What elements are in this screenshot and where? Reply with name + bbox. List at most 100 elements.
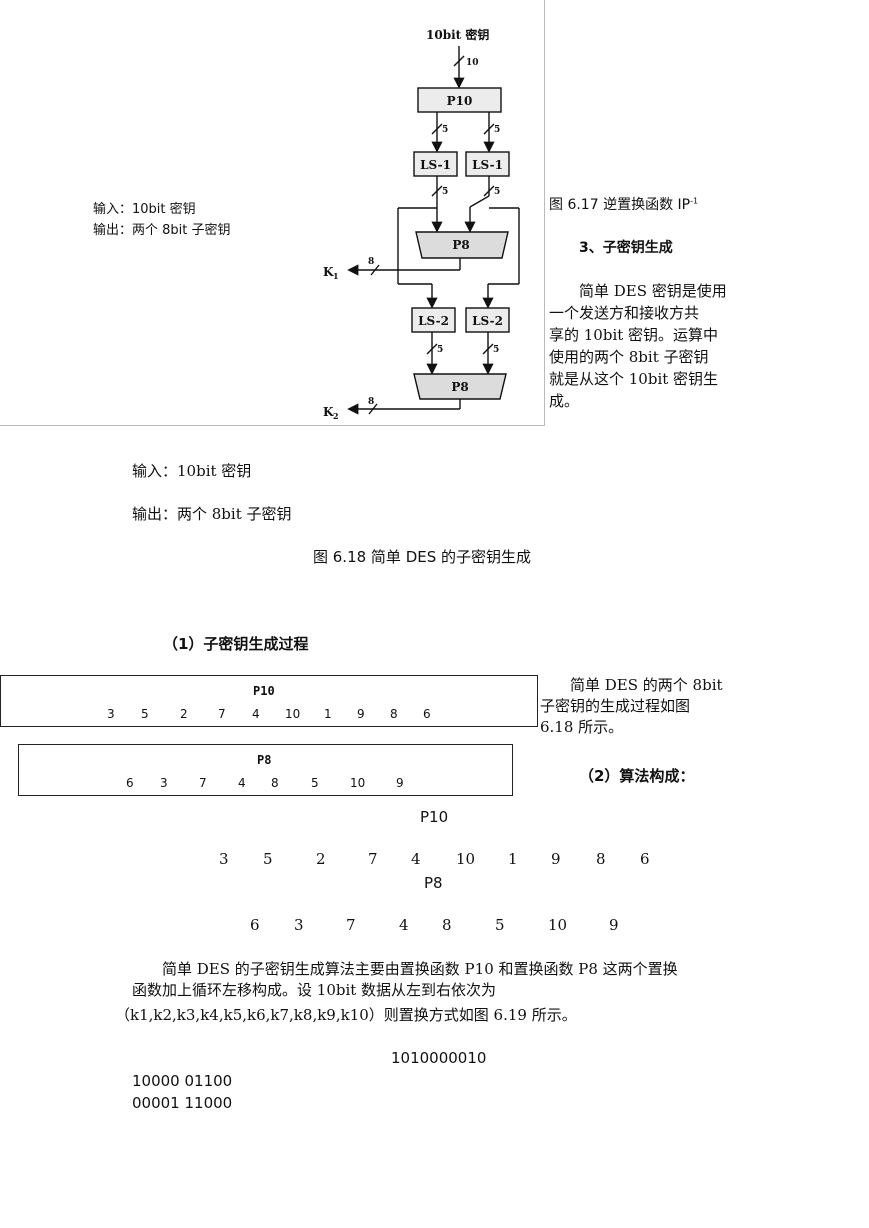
ls1-right-label: LS-1 <box>472 158 503 172</box>
k1-sub: 1 <box>333 271 339 281</box>
p8-cell: 6 <box>126 776 134 790</box>
algorithm-paragraph: 简单 DES 的子密钥生成算法主要由置换函数 P10 和置换函数 P8 这两个置… <box>132 959 678 1001</box>
p8-plain-value: 4 <box>399 916 409 934</box>
side-para-line: 6.18 所示。 <box>540 718 624 736</box>
p10-cell: 8 <box>390 707 398 721</box>
p8-plain-value: 7 <box>346 916 356 934</box>
p10-cell: 4 <box>252 707 260 721</box>
p8-bottom-label: P8 <box>451 380 468 394</box>
p10-plain-value: 4 <box>411 850 421 868</box>
p8-plain-value: 10 <box>548 916 568 934</box>
p8-top-box <box>415 231 509 259</box>
ls2-left-label: LS-2 <box>418 314 449 328</box>
p10-cell: 9 <box>357 707 365 721</box>
p8-plain-value: 5 <box>495 916 505 934</box>
algo-line: 简单 DES 的子密钥生成算法主要由置换函数 P10 和置换函数 P8 这两个置… <box>162 960 678 978</box>
eight-label-1: 8 <box>368 257 374 267</box>
p10-plain-value: 7 <box>368 850 378 868</box>
p10-plain-value: 5 <box>263 850 273 868</box>
p10-cell: 2 <box>180 707 188 721</box>
ls1-right-box <box>465 151 510 177</box>
p8-plain-value: 9 <box>609 916 619 934</box>
p10-cell: 10 <box>285 707 301 721</box>
side-paragraph: 简单 DES 的两个 8bit 子密钥的生成过程如图 6.18 所示。 <box>540 675 723 738</box>
ls2-right-label: LS-2 <box>472 314 503 328</box>
para-line: 使用的两个 8bit 子密钥 <box>549 348 709 366</box>
p8-table-title: P8 <box>257 753 272 767</box>
figure-617-caption: 图 6.17 逆置换函数 IP-1 <box>549 194 698 214</box>
para-line: 简单 DES 密钥是使用 <box>579 282 727 300</box>
p8-table: P8 6 3 7 4 8 5 10 9 <box>18 744 513 796</box>
p8-cell: 7 <box>199 776 207 790</box>
side-para-line: 简单 DES 的两个 8bit <box>570 676 723 694</box>
five-label-5: 5 <box>437 345 443 355</box>
p8-cell: 10 <box>350 776 366 790</box>
ls1-left-box <box>413 151 458 177</box>
p10-plain-value: 10 <box>456 850 476 868</box>
diagram-output-label: 输出：两个 8bit 子密钥 <box>93 223 231 238</box>
key-label: 10bit 密钥 <box>426 27 489 42</box>
p10-cell: 3 <box>107 707 115 721</box>
algo-line-3: （k1,k2,k3,k4,k5,k6,k7,k8,k9,k10）则置换方式如图 … <box>115 1006 577 1024</box>
p10-plain-value: 8 <box>596 850 606 868</box>
para-line: 成。 <box>549 392 580 410</box>
sub-2-heading: （2）算法构成： <box>579 767 695 785</box>
figure-617-caption-text: 图 6.17 逆置换函数 IP <box>549 197 691 213</box>
ls1-left-label: LS-1 <box>420 158 451 172</box>
diagram-input-label: 输入：10bit 密钥 <box>93 202 196 217</box>
para-line: 就是从这个 10bit 密钥生 <box>549 370 719 388</box>
five-label-1: 5 <box>442 125 448 135</box>
section-3-heading: 3、子密钥生成 <box>579 240 673 256</box>
subkey-diagram: 10bit 密钥 10 P10 5 5 LS-1 LS-1 5 5 P8 8 K… <box>323 27 520 421</box>
figure-frame <box>0 0 545 426</box>
k2-label: K <box>323 405 334 419</box>
p10-table: P10 3 5 2 7 4 10 1 9 8 6 <box>0 675 538 727</box>
p8-plain-value: 8 <box>442 916 452 934</box>
algo-line: 函数加上循环左移构成。设 10bit 数据从左到右依次为 <box>132 981 497 999</box>
example-key: 1010000010 <box>391 1049 487 1067</box>
para-line: 享的 10bit 密钥。运算中 <box>549 326 719 344</box>
ls2-left-box <box>411 307 456 333</box>
five-label-4: 5 <box>494 187 500 197</box>
para-line: 一个发送方和接收方共 <box>549 304 700 322</box>
p8-top-label: P8 <box>452 238 469 252</box>
p10-table-title: P10 <box>253 684 275 698</box>
p10-box <box>417 87 502 113</box>
input-line: 输入：10bit 密钥 <box>132 462 252 480</box>
p10-plain-value: 6 <box>640 850 650 868</box>
p10-plain-value: 9 <box>551 850 561 868</box>
p10-label: P10 <box>447 94 473 108</box>
p10-cell: 1 <box>324 707 332 721</box>
p8-plain-title: P8 <box>424 874 443 892</box>
five-label-6: 5 <box>493 345 499 355</box>
side-para-line: 子密钥的生成过程如图 <box>540 697 691 715</box>
p10-cell: 7 <box>218 707 226 721</box>
p8-cell: 9 <box>396 776 404 790</box>
example-row-2: 00001 11000 <box>132 1094 233 1112</box>
eight-label-2: 8 <box>368 397 374 407</box>
p10-cell: 5 <box>141 707 149 721</box>
p10-plain-title: P10 <box>420 808 449 826</box>
p8-cell: 5 <box>311 776 319 790</box>
figure-618-caption: 图 6.18 简单 DES 的子密钥生成 <box>313 548 532 566</box>
p8-plain-value: 3 <box>294 916 304 934</box>
five-label-2: 5 <box>494 125 500 135</box>
p8-plain-value: 6 <box>250 916 260 934</box>
p8-cell: 8 <box>271 776 279 790</box>
p8-cell: 4 <box>238 776 246 790</box>
bits10-label: 10 <box>466 58 479 68</box>
p8-cell: 3 <box>160 776 168 790</box>
five-label-3: 5 <box>442 187 448 197</box>
k2-sub: 2 <box>333 411 339 421</box>
p8-bottom-box <box>413 373 507 400</box>
sub-1-heading: （1）子密钥生成过程 <box>163 635 309 653</box>
figure-617-caption-sup: -1 <box>690 196 699 206</box>
example-row-1: 10000 01100 <box>132 1072 233 1090</box>
p10-cell: 6 <box>423 707 431 721</box>
p10-plain-value: 2 <box>316 850 326 868</box>
p10-plain-value: 3 <box>219 850 229 868</box>
output-line: 输出：两个 8bit 子密钥 <box>132 505 292 523</box>
section-3-paragraph: 简单 DES 密钥是使用 一个发送方和接收方共 享的 10bit 密钥。运算中 … <box>549 280 727 412</box>
k1-label: K <box>323 265 334 279</box>
p10-plain-value: 1 <box>508 850 518 868</box>
